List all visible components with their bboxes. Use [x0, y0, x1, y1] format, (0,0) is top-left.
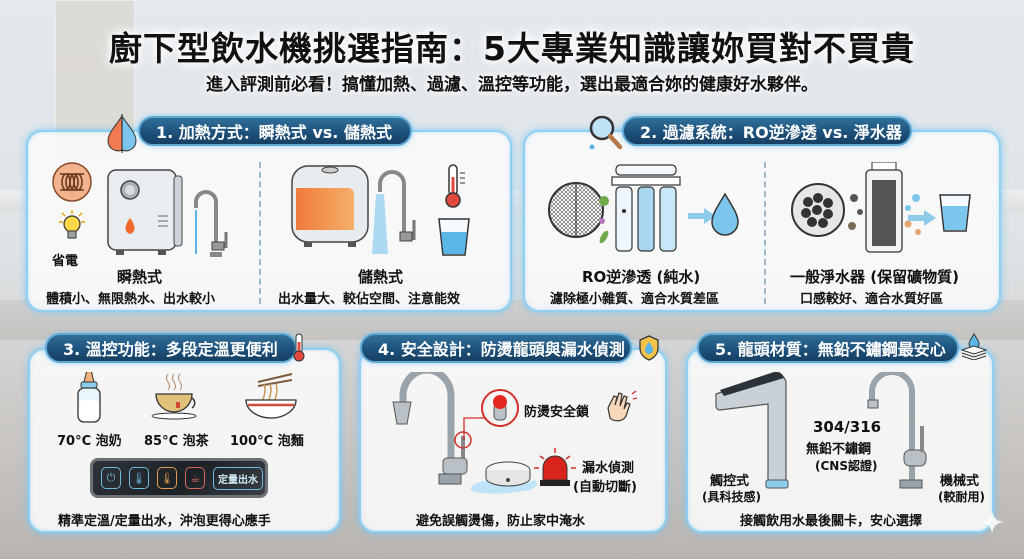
temp-70-label: 70°C 泡奶	[57, 434, 122, 449]
pull-down-faucet-icon	[392, 372, 472, 485]
purifier-label: 一般淨水器 (保留礦物質)	[790, 268, 959, 286]
tea-cup-icon	[151, 373, 197, 420]
alarm-siren-icon	[534, 448, 576, 486]
temperature-caption: 精準定溫/定量出水，沖泡更得心應手	[58, 514, 271, 529]
section-temperature	[28, 348, 341, 533]
power-icon: ⏻	[106, 471, 116, 484]
page-subtitle: 進入評測前必看！搞懂加熱、過濾、溫控等功能，選出最適合妳的健康好水夥伴。	[206, 75, 818, 95]
arrow-right-icon	[688, 208, 716, 224]
mineral-dots-icon	[904, 194, 921, 235]
arrow-right-icon-2	[908, 210, 936, 226]
section-4-title: 4. 安全設計：防燙龍頭與漏水偵測	[360, 333, 632, 363]
section-2-divider	[764, 162, 766, 304]
material-caption: 接觸飲用水最後關卡，安心選擇	[740, 514, 923, 529]
control-panel: ⏻ 🌡 🌡 ☕ 定量出水	[90, 458, 268, 498]
material-name: 無鉛不鏽鋼	[806, 442, 872, 457]
water-glass-icon	[438, 218, 470, 256]
hot-cold-drop-icon	[107, 114, 137, 153]
lightbulb-icon	[59, 210, 85, 239]
mechanical-type-label: 機械式	[940, 474, 980, 489]
shield-drop-icon	[639, 335, 659, 361]
ro-filter-system-icon	[611, 164, 681, 252]
anti-scald-lock-label: 防燙安全鎖	[524, 405, 590, 420]
magnifier-icon	[589, 115, 623, 150]
section-2-title: 2. 過濾系統：RO逆滲透 vs. 淨水器	[622, 116, 912, 146]
material-cert: (CNS認證)	[815, 459, 878, 473]
energy-saving-tag: 省電	[52, 254, 79, 269]
ro-label: RO逆滲透 (純水)	[582, 268, 701, 286]
section-5-title: 5. 龍頭材質：無鉛不鏽鋼最安心	[697, 333, 959, 363]
activated-carbon-icon	[791, 183, 845, 237]
bacteria-icon	[599, 196, 609, 244]
page-title: 廚下型飲水機挑選指南：5大專業知識讓妳買對不買貴	[109, 29, 915, 68]
material-grade: 304/316	[813, 418, 882, 436]
thermometer-warm-icon: 🌡	[160, 471, 174, 485]
heating-coil-icon	[52, 162, 92, 202]
quantitative-water-button[interactable]: 定量出水	[213, 466, 263, 490]
water-glass-icon-2	[939, 194, 971, 232]
instant-heater-icon	[107, 169, 183, 255]
leak-sensor-icon	[470, 461, 538, 494]
noodle-bowl-icon	[245, 373, 297, 419]
safety-lock-icon	[481, 389, 519, 427]
leak-detection-label: 漏水偵測	[582, 461, 635, 476]
storage-heating-label: 儲熱式	[358, 268, 404, 286]
thermometer-cold-icon: 🌡	[132, 471, 146, 485]
storage-heating-desc: 出水量大、較佔空間、注意能效	[278, 292, 461, 307]
section-heating	[26, 130, 512, 312]
auto-shutoff-label: (自動切斷)	[573, 480, 637, 495]
touch-type-sub: (具科技感)	[702, 490, 761, 504]
thermometer-icon-small	[293, 333, 305, 362]
touch-type-label: 觸控式	[710, 474, 750, 489]
safety-caption: 避免誤觸燙傷，防止家中淹水	[416, 514, 586, 529]
cold-temp-button[interactable]: 🌡	[129, 467, 149, 489]
ro-membrane-icon	[548, 182, 604, 238]
purifier-desc: 口感較好、適合水質好區	[800, 292, 944, 307]
water-layers-icon	[960, 333, 988, 360]
power-button[interactable]: ⏻	[101, 467, 121, 489]
mechanical-type-sub: (較耐用)	[938, 490, 985, 504]
instant-heating-desc: 體積小、無限熱水、出水較小	[46, 292, 216, 307]
section-1-divider	[259, 162, 261, 304]
sparkle-icon	[980, 510, 1004, 534]
temp-100-label: 100°C 泡麵	[230, 434, 304, 449]
section-3-title: 3. 溫控功能：多段定溫更便利	[45, 333, 297, 363]
hot-cup-button[interactable]: ☕	[185, 467, 205, 489]
thermometer-icon	[445, 164, 465, 208]
leader-line	[463, 417, 490, 440]
ro-desc: 濾除極小雜質、適合水質差區	[550, 292, 720, 307]
carbon-filter-cartridge-icon	[865, 162, 903, 253]
warm-temp-button[interactable]: 🌡	[157, 467, 177, 489]
temp-85-label: 85°C 泡茶	[144, 434, 209, 449]
storage-faucet-icon	[372, 170, 416, 254]
instant-heating-label: 瞬熱式	[117, 268, 163, 286]
faucet-icon	[194, 190, 228, 257]
touch-faucet-icon	[715, 372, 789, 489]
baby-bottle-icon	[77, 372, 101, 423]
hand-wave-icon	[607, 390, 638, 422]
water-drop-icon	[711, 192, 739, 236]
section-1-title: 1. 加熱方式：瞬熱式 vs. 儲熱式	[138, 116, 412, 146]
storage-tank-icon	[291, 165, 369, 247]
cup-icon: ☕	[190, 471, 200, 485]
impurity-dots-icon	[848, 194, 863, 230]
mechanical-faucet-icon	[867, 372, 927, 489]
